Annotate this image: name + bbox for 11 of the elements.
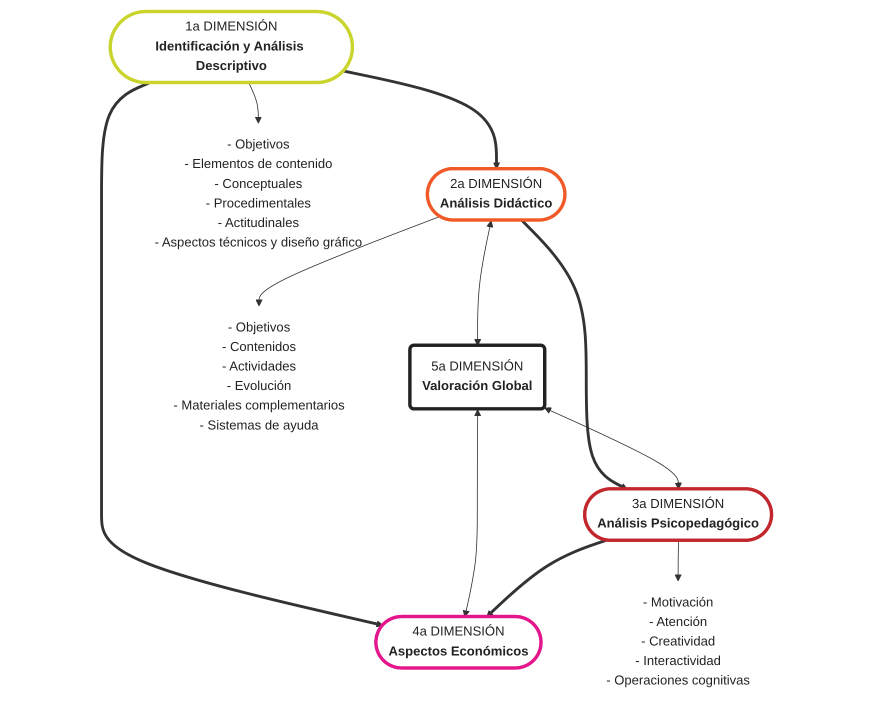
arrow — [486, 538, 606, 618]
node-text: - Objetivos - Contenidos - Actividades - Evolución - Materiales complementarios - Sistemas de ayuda — [172, 320, 344, 433]
arrow — [462, 409, 481, 618]
node-text: - Objetivos - Elementos de contenido - Conceptuales - Procedimentales - Actitudinales - Aspectos técnicos y diseño gráfico — [154, 138, 362, 250]
arrow — [248, 82, 262, 124]
arrow — [254, 216, 440, 306]
node-text: - Motivación - Atención - Creatividad - Interactividad - Operaciones cognitivas — [606, 596, 750, 688]
arrow — [100, 82, 383, 628]
arrow — [474, 220, 493, 346]
arrow — [343, 70, 500, 170]
arrow — [674, 540, 682, 582]
